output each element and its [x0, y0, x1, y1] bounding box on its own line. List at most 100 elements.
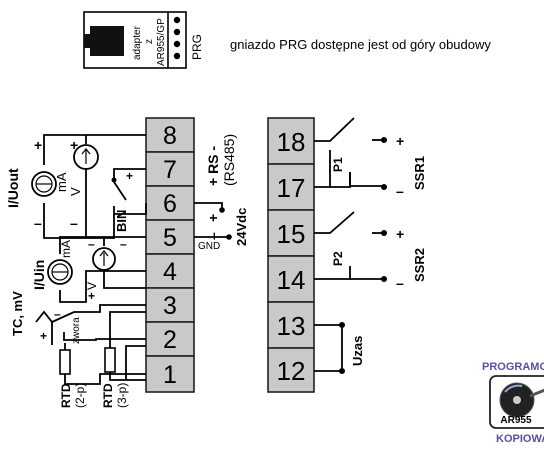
ssr1-minus-terminal [381, 184, 387, 190]
label-rtd-2p-sub: (2-p) [73, 383, 87, 408]
left-terminal-number: 5 [163, 224, 177, 252]
plus-sign: + [70, 137, 78, 153]
plus-sign: + [34, 137, 42, 153]
wire [51, 304, 146, 323]
adapter-plug-inner [84, 34, 92, 48]
right-terminal-strip: 18 17 15 14 13 12 [267, 117, 315, 393]
left-terminal-strip: 8 7 6 5 4 3 2 1 [145, 117, 195, 393]
right-wiring: P1 + – SSR1 P2 + – SSR2 Uzas [314, 117, 427, 374]
prg-pin [173, 40, 181, 48]
usb-cable-icon [529, 388, 544, 398]
adapter-label-2: z [144, 39, 155, 44]
wire [99, 250, 109, 257]
left-terminal-number: 4 [163, 258, 177, 286]
wire [64, 373, 146, 385]
label-ma-out: mA [54, 172, 69, 192]
wire [349, 172, 382, 187]
minus-sign: – [34, 215, 42, 231]
left-terminal-number: 1 [163, 361, 177, 389]
uzas-terminal [339, 368, 345, 374]
minus-sign: – [120, 237, 127, 251]
label-iuin: I/Uin [31, 260, 47, 290]
label-p2: P2 [331, 251, 345, 266]
rtd-2p-resistor [59, 349, 71, 375]
ssr1-plus-terminal [381, 137, 387, 143]
left-terminal-7 [145, 151, 195, 187]
minus-sign: – [70, 215, 78, 231]
prg-pins [173, 16, 181, 60]
wire [59, 270, 146, 303]
label-p1: P1 [331, 157, 345, 172]
prg-label: PRG [190, 34, 204, 60]
label-rtd-3p: RTD [101, 383, 115, 408]
minus-sign: – [396, 183, 404, 199]
left-terminal-number: 8 [163, 122, 177, 150]
wire [109, 372, 146, 381]
wire [314, 117, 355, 142]
adapter-label-3: AR955/GP [156, 18, 167, 66]
24v-minus-terminal [226, 234, 232, 240]
label-ssr1: SSR1 [412, 156, 427, 190]
wire [194, 202, 223, 208]
adapter-plug [90, 26, 124, 56]
wire [113, 168, 146, 178]
minus-sign: – [54, 307, 61, 321]
24v-plus-terminal [219, 207, 225, 213]
plus-sign: + [88, 289, 95, 303]
wire [314, 150, 331, 188]
minus-sign: – [205, 232, 221, 240]
badge-bottom-label: KOPIOWA [496, 433, 544, 445]
left-terminal-number: 6 [163, 190, 177, 218]
wire [81, 148, 91, 155]
prg-pin [173, 52, 181, 60]
plus-sign: + [205, 214, 221, 222]
cd-disc-hole [513, 396, 521, 404]
wire [109, 311, 146, 348]
right-terminal-18 [267, 117, 315, 165]
right-terminal-number: 12 [277, 356, 306, 386]
wire [103, 270, 146, 289]
prg-note: gniazdo PRG dostępne jest od góry obudow… [230, 37, 491, 52]
left-terminal-number: 3 [163, 292, 177, 320]
left-wiring: mA + – V + – BIN + mA + V – – [5, 134, 249, 408]
left-terminal-5 [145, 219, 195, 255]
prg-pin [173, 16, 181, 24]
ssr2-plus-terminal [381, 230, 387, 236]
label-gnd: GND [198, 241, 220, 252]
badge-model: AR955 [500, 415, 532, 426]
adapter-label-1: adapter [132, 25, 143, 60]
ssr2-minus-terminal [381, 276, 387, 282]
right-terminal-number: 15 [277, 219, 306, 249]
plus-sign: + [126, 169, 133, 183]
left-terminal-number: 7 [163, 156, 177, 184]
label-v-out: V [68, 187, 83, 196]
plus-sign: + [396, 133, 404, 149]
label-zwora: zwora [71, 317, 82, 344]
label-ssr2: SSR2 [412, 248, 427, 282]
wire [43, 203, 115, 239]
wire [63, 332, 146, 341]
cd-shine [504, 384, 523, 393]
left-terminal-8 [145, 117, 195, 153]
badge-top-label: PROGRAMO [482, 361, 544, 373]
label-rtd-3p-sub: (3-p) [115, 383, 129, 408]
programmer-badge: PROGRAMO AR955 KOPIOWA [482, 361, 544, 445]
prg-pin [173, 28, 181, 36]
right-terminal-12 [267, 347, 315, 393]
minus-sign: – [88, 237, 95, 251]
left-terminal-number: 2 [163, 326, 177, 354]
bin-contact [111, 177, 117, 183]
uzas-terminal [339, 322, 345, 328]
wire [330, 172, 351, 188]
wire [43, 134, 146, 165]
wire [125, 345, 146, 380]
adapter-connector: adapter z AR955/GP PRG [83, 11, 204, 69]
wire [314, 266, 351, 280]
wire [59, 236, 146, 254]
label-v-in: V [85, 282, 99, 290]
bin-switch [113, 181, 127, 201]
label-ma-in: mA [59, 240, 73, 258]
right-terminal-number: 14 [277, 265, 306, 295]
left-terminal-1 [145, 355, 195, 393]
